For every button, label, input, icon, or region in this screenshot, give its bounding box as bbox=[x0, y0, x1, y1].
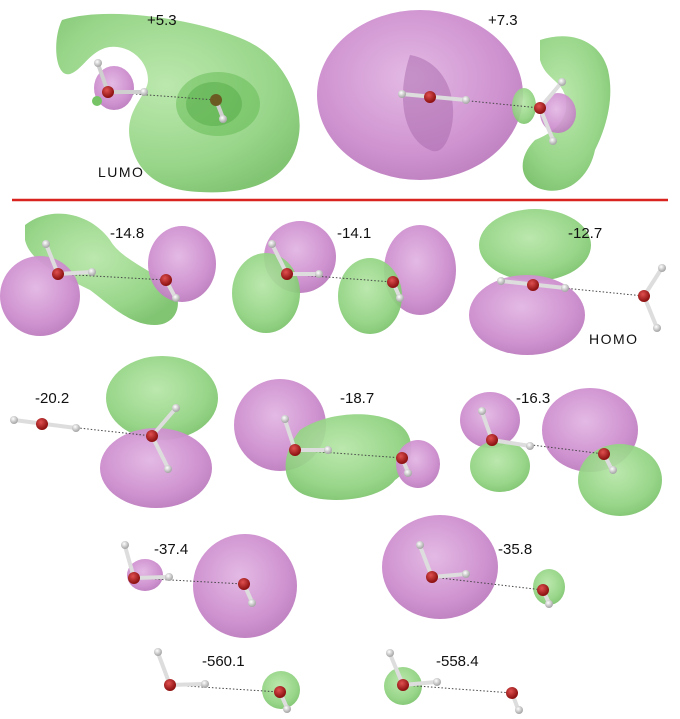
energy-label-lumo-plus-1: +7.3 bbox=[488, 12, 518, 29]
energy-label: -14.1 bbox=[337, 225, 371, 242]
energy-label: -37.4 bbox=[154, 541, 188, 558]
energy-label: -20.2 bbox=[35, 390, 69, 407]
orbital-16-3: -16.3 bbox=[460, 388, 662, 516]
orbital-560-1: -560.1 bbox=[154, 648, 300, 713]
orbital-35-8: -35.8 bbox=[382, 515, 565, 619]
energy-label: -18.7 bbox=[340, 390, 374, 407]
orbital-lumo-plus-1: +7.3 bbox=[317, 10, 611, 191]
orbital-lumo: +5.3 LUMO bbox=[56, 12, 300, 193]
orbital-14-1: -14.1 bbox=[232, 221, 456, 334]
orbital-homo: -12.7 HOMO bbox=[469, 209, 666, 355]
orbital-20-2: -20.2 bbox=[10, 356, 218, 508]
energy-label: -560.1 bbox=[202, 653, 245, 670]
lobe-green-lumo bbox=[56, 13, 300, 193]
orbital-14-8: -14.8 bbox=[0, 213, 216, 336]
orbital-18-7: -18.7 bbox=[234, 379, 440, 500]
homo-label: HOMO bbox=[589, 331, 639, 347]
energy-label: -35.8 bbox=[498, 541, 532, 558]
energy-label: -16.3 bbox=[516, 390, 550, 407]
lumo-label: LUMO bbox=[98, 164, 144, 180]
energy-label: -14.8 bbox=[110, 225, 144, 242]
energy-label: -558.4 bbox=[436, 653, 479, 670]
energy-label-homo: -12.7 bbox=[568, 225, 602, 242]
orbital-37-4: -37.4 bbox=[121, 534, 297, 638]
orbital-558-4: -558.4 bbox=[384, 649, 523, 714]
energy-label-lumo: +5.3 bbox=[147, 12, 177, 29]
